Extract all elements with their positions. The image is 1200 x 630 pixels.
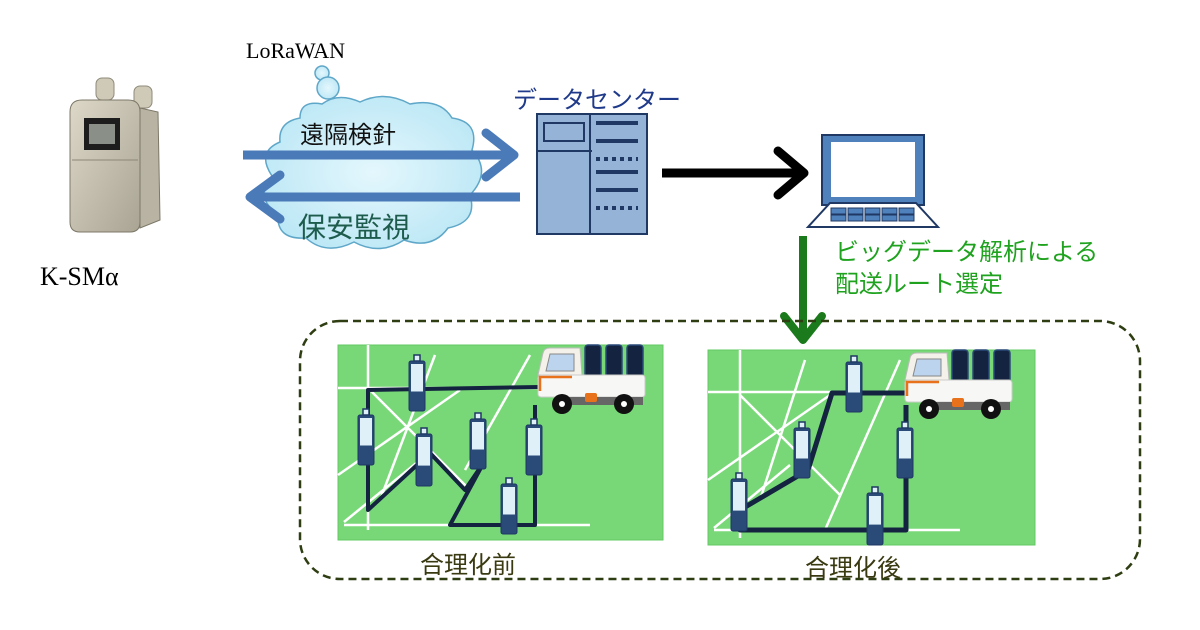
analysis-caption: ビッグデータ解析による 配送ルート選定: [835, 236, 1098, 300]
gas-meter-icon: [69, 77, 161, 233]
delivery-truck-icon: [537, 344, 646, 414]
gas-cylinder-icon: [896, 421, 914, 479]
gas-cylinder-icon: [845, 355, 863, 413]
uplink-arrow-icon: [243, 128, 519, 182]
gas-cylinder-icon: [469, 412, 487, 470]
datacenter-label: データセンター: [513, 86, 681, 114]
gas-cylinder-icon: [415, 427, 433, 487]
gas-cylinder-icon: [730, 472, 748, 532]
gas-cylinder-icon: [357, 408, 375, 466]
lorawan-cloud-icon: [263, 65, 483, 250]
meter-label: K-SMα: [40, 262, 119, 291]
remote-reading-label: 遠隔検針: [300, 121, 396, 149]
route-comparison-frame: [298, 319, 1142, 581]
datacenter-server-icon: [536, 113, 648, 235]
gas-cylinder-icon: [525, 418, 543, 476]
down-arrow-icon: [780, 236, 826, 344]
lorawan-label: LoRaWAN: [246, 38, 345, 63]
safety-monitoring-label: 保安監視: [298, 211, 411, 244]
gas-cylinders-before: [357, 354, 543, 535]
gas-cylinder-icon: [866, 486, 884, 546]
laptop-icon: [805, 134, 941, 228]
before-label: 合理化前: [420, 551, 516, 579]
gas-cylinder-icon: [500, 477, 518, 535]
downlink-arrow-icon: [245, 170, 520, 224]
gas-cylinder-icon: [408, 354, 426, 412]
transfer-arrow-icon: [662, 146, 809, 200]
gas-cylinders-after: [730, 355, 914, 546]
analysis-caption-line2: 配送ルート選定: [835, 270, 1003, 298]
gas-cylinder-icon: [793, 421, 811, 479]
analysis-caption-line1: ビッグデータ解析による: [835, 238, 1099, 266]
delivery-truck-icon: [904, 349, 1013, 419]
after-label: 合理化後: [805, 554, 901, 582]
